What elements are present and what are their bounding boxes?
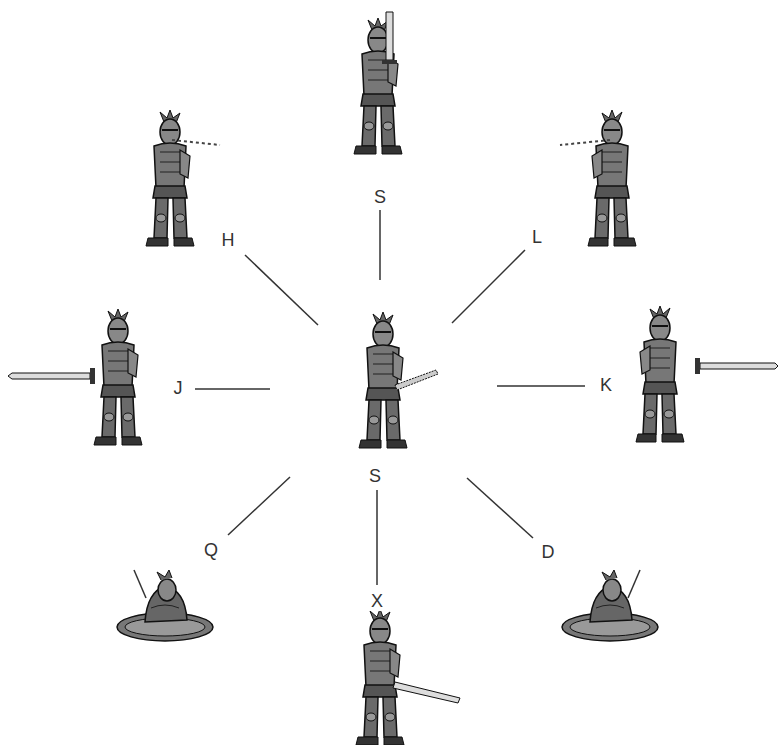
key-label: D xyxy=(539,542,558,562)
key-label: S xyxy=(366,466,384,486)
key-label: J xyxy=(171,378,186,398)
key-label: L xyxy=(529,227,545,247)
key-label: Q xyxy=(201,540,221,560)
key-label: X xyxy=(368,591,386,611)
key-label: S xyxy=(371,187,389,207)
leader-lines xyxy=(195,210,585,585)
key-label: H xyxy=(219,230,238,250)
key-label: K xyxy=(597,375,615,395)
